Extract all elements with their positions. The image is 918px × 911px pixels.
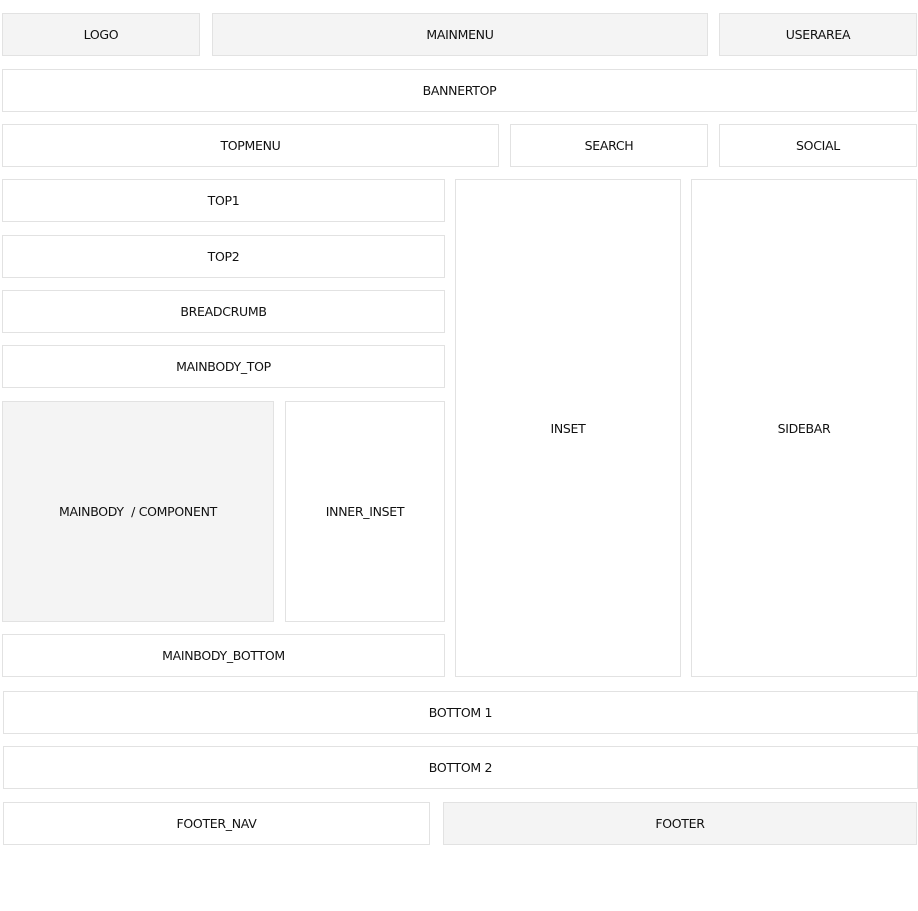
- position-mainmenu: MAINMENU: [212, 13, 708, 56]
- position-label: INSET: [550, 420, 586, 436]
- position-label: SOCIAL: [796, 138, 840, 153]
- position-label: USERAREA: [785, 27, 851, 42]
- position-label: MAINBODY_BOTTOM: [162, 648, 285, 663]
- position-mainbody-top: MAINBODY_TOP: [2, 345, 445, 388]
- position-footer: FOOTER: [443, 802, 917, 845]
- position-inner-inset: INNER_INSET: [285, 401, 445, 622]
- position-label: LOGO: [83, 27, 119, 42]
- position-footer-nav: FOOTER_NAV: [3, 802, 430, 845]
- position-bottom2: BOTTOM 2: [3, 746, 918, 789]
- position-inset: INSET: [455, 179, 681, 677]
- position-sidebar: SIDEBAR: [691, 179, 917, 677]
- position-label: SIDEBAR: [777, 420, 831, 436]
- position-social: SOCIAL: [719, 124, 917, 167]
- position-search: SEARCH: [510, 124, 708, 167]
- position-userarea: USERAREA: [719, 13, 917, 56]
- position-topmenu: TOPMENU: [2, 124, 499, 167]
- position-bottom1: BOTTOM 1: [3, 691, 918, 734]
- position-label: BREADCRUMB: [180, 304, 267, 319]
- position-label: MAINBODY_TOP: [176, 359, 271, 374]
- position-label: MAINBODY / COMPONENT: [59, 504, 217, 519]
- position-label: BOTTOM 1: [428, 705, 493, 720]
- position-label: MAINMENU: [426, 27, 494, 42]
- position-logo: LOGO: [2, 13, 200, 56]
- position-top1: TOP1: [2, 179, 445, 222]
- position-label: INNER_INSET: [325, 504, 405, 519]
- position-label: SEARCH: [584, 138, 634, 153]
- position-label: BANNERTOP: [422, 83, 497, 98]
- position-label: TOP2: [207, 249, 240, 264]
- position-label: TOP1: [207, 193, 240, 208]
- position-label: FOOTER: [655, 816, 705, 831]
- position-mainbody-bottom: MAINBODY_BOTTOM: [2, 634, 445, 677]
- position-label: BOTTOM 2: [428, 760, 493, 775]
- position-top2: TOP2: [2, 235, 445, 278]
- position-mainbody-component: MAINBODY / COMPONENT: [2, 401, 274, 622]
- position-label: TOPMENU: [220, 138, 281, 153]
- position-breadcrumb: BREADCRUMB: [2, 290, 445, 333]
- position-label: FOOTER_NAV: [176, 816, 257, 831]
- position-bannertop: BANNERTOP: [2, 69, 917, 112]
